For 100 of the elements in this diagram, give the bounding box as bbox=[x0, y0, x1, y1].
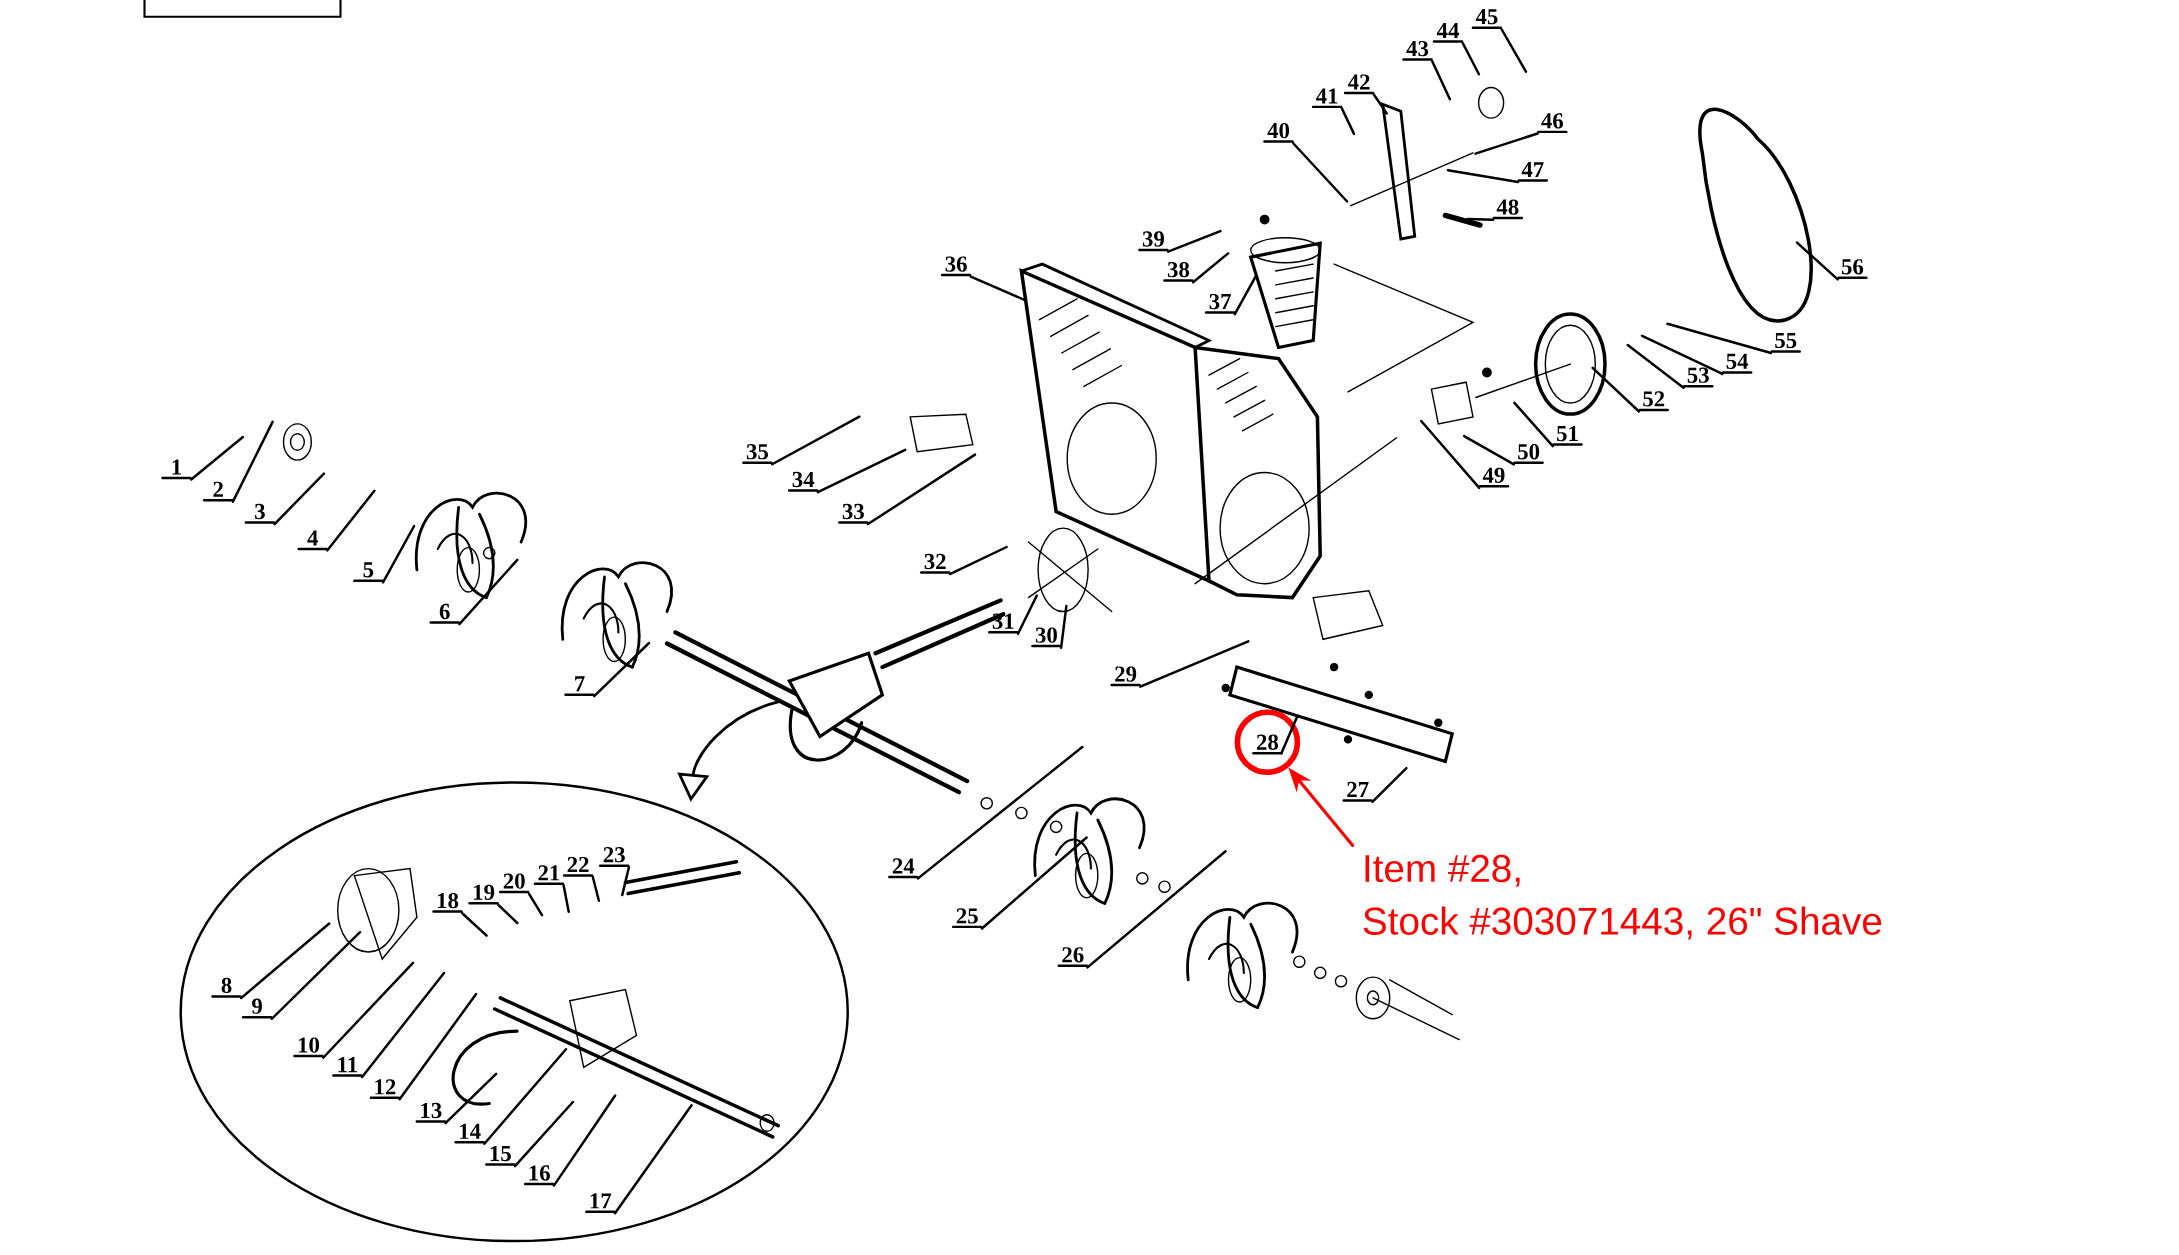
leader-line bbox=[1466, 217, 1495, 221]
underlined-callout-number: 38 bbox=[1163, 261, 1194, 282]
underlined-callout-number: 37 bbox=[1204, 293, 1236, 314]
underlined-callout-number: 56 bbox=[1837, 259, 1868, 280]
leader-line bbox=[1795, 241, 1839, 281]
leader-line bbox=[1086, 850, 1227, 969]
underlined-callout-number: 50 bbox=[1513, 444, 1544, 464]
leader-line bbox=[621, 866, 631, 897]
leader-line bbox=[816, 448, 907, 494]
circled-callout-number: 28 bbox=[1234, 709, 1301, 775]
underlined-callout-number: 11 bbox=[332, 1057, 363, 1077]
underlined-callout-number: 1 bbox=[161, 459, 192, 480]
leader-line bbox=[1666, 322, 1773, 355]
leader-line bbox=[1166, 229, 1222, 253]
underlined-callout-number: 51 bbox=[1552, 425, 1583, 446]
leader-line bbox=[1640, 334, 1724, 376]
leader-line bbox=[1513, 401, 1555, 448]
leader-line bbox=[231, 420, 274, 503]
leader-line bbox=[1371, 766, 1408, 804]
underlined-callout-number: 7 bbox=[564, 676, 595, 696]
underlined-callout-number: 34 bbox=[788, 471, 819, 492]
underlined-callout-number: 12 bbox=[369, 1079, 401, 1099]
annotation-text: Item #28, Stock #303071443, 26" Shave bbox=[1363, 854, 1882, 940]
underlined-callout-number: 27 bbox=[1342, 781, 1373, 802]
underlined-callout-number: 2 bbox=[202, 481, 234, 502]
leader-line bbox=[1191, 252, 1230, 284]
underlined-callout-number: 29 bbox=[1110, 666, 1141, 687]
underlined-callout-number: 10 bbox=[293, 1037, 324, 1058]
underlined-callout-number: 14 bbox=[454, 1123, 485, 1144]
leader-line bbox=[866, 453, 977, 526]
underlined-callout-number: 47 bbox=[1517, 162, 1549, 182]
underlined-callout-number: 46 bbox=[1537, 113, 1568, 134]
leader-line bbox=[1233, 274, 1258, 316]
underlined-callout-number: 26 bbox=[1057, 947, 1089, 967]
leader-line bbox=[444, 1072, 498, 1125]
leader-line bbox=[1500, 28, 1528, 73]
underlined-callout-number: 4 bbox=[297, 530, 328, 551]
underlined-callout-number: 16 bbox=[524, 1165, 555, 1186]
leader-line bbox=[1016, 594, 1039, 636]
underlined-callout-number: 43 bbox=[1402, 40, 1433, 61]
underlined-callout-number: 18 bbox=[432, 892, 463, 913]
leader-line bbox=[1591, 366, 1641, 413]
leader-line bbox=[360, 971, 446, 1079]
underlined-callout-number: 32 bbox=[920, 553, 951, 574]
underlined-callout-number: 25 bbox=[952, 908, 983, 929]
underlined-callout-number: 24 bbox=[888, 858, 919, 879]
leader-line bbox=[1292, 142, 1349, 203]
underlined-callout-number: 35 bbox=[742, 444, 773, 464]
underlined-callout-number: 52 bbox=[1638, 391, 1669, 412]
leader-line bbox=[326, 489, 376, 552]
underlined-callout-number: 9 bbox=[241, 998, 273, 1019]
leader-line bbox=[1340, 107, 1356, 136]
leader-line bbox=[240, 922, 331, 1000]
underlined-callout-number: 19 bbox=[468, 884, 499, 905]
leader-line bbox=[1431, 59, 1452, 101]
underlined-callout-number: 21 bbox=[533, 865, 565, 886]
leader-line bbox=[552, 1094, 617, 1187]
underlined-callout-number: 17 bbox=[585, 1193, 616, 1214]
leader-line bbox=[497, 903, 519, 925]
underlined-callout-number: 15 bbox=[485, 1145, 516, 1166]
leader-line bbox=[969, 275, 1028, 302]
leader-line bbox=[1280, 715, 1299, 755]
leader-line bbox=[527, 892, 544, 917]
leader-line bbox=[190, 435, 245, 481]
underlined-callout-number: 30 bbox=[1031, 627, 1062, 648]
underlined-callout-number: 13 bbox=[415, 1102, 447, 1123]
leader-line bbox=[1626, 343, 1685, 390]
leader-line bbox=[513, 1100, 575, 1168]
underlined-callout-number: 45 bbox=[1471, 9, 1503, 29]
leader-line bbox=[321, 961, 415, 1059]
leader-line bbox=[1462, 434, 1516, 466]
leader-line bbox=[1139, 640, 1250, 688]
leader-line bbox=[273, 472, 326, 526]
underlined-callout-number: 5 bbox=[353, 562, 384, 583]
leader-line bbox=[1420, 419, 1481, 490]
underlined-callout-number: 3 bbox=[244, 503, 276, 524]
underlined-callout-number: 22 bbox=[562, 856, 594, 877]
leader-line bbox=[458, 558, 519, 626]
leader-line bbox=[591, 875, 601, 902]
leader-line bbox=[460, 912, 488, 937]
leader-line bbox=[770, 415, 861, 466]
leader-line bbox=[562, 884, 570, 914]
underlined-callout-number: 40 bbox=[1263, 122, 1294, 143]
leader-line bbox=[916, 745, 1084, 880]
underlined-callout-number: 41 bbox=[1311, 88, 1343, 109]
leader-line bbox=[1461, 41, 1481, 76]
underlined-callout-number: 44 bbox=[1432, 23, 1464, 43]
underlined-callout-number: 23 bbox=[599, 847, 630, 867]
underlined-callout-number: 53 bbox=[1683, 367, 1714, 388]
leader-line bbox=[483, 1048, 568, 1145]
underlined-callout-number: 54 bbox=[1721, 353, 1753, 374]
underlined-callout-number: 49 bbox=[1478, 467, 1510, 488]
leader-line bbox=[980, 836, 1088, 930]
underlined-callout-number: 48 bbox=[1492, 199, 1524, 220]
underlined-callout-number: 55 bbox=[1770, 332, 1801, 353]
underlined-callout-number: 20 bbox=[498, 873, 530, 894]
underlined-callout-number: 8 bbox=[211, 977, 242, 998]
leader-line bbox=[381, 524, 416, 584]
leader-line bbox=[1474, 132, 1539, 155]
leader-line bbox=[1446, 169, 1520, 184]
